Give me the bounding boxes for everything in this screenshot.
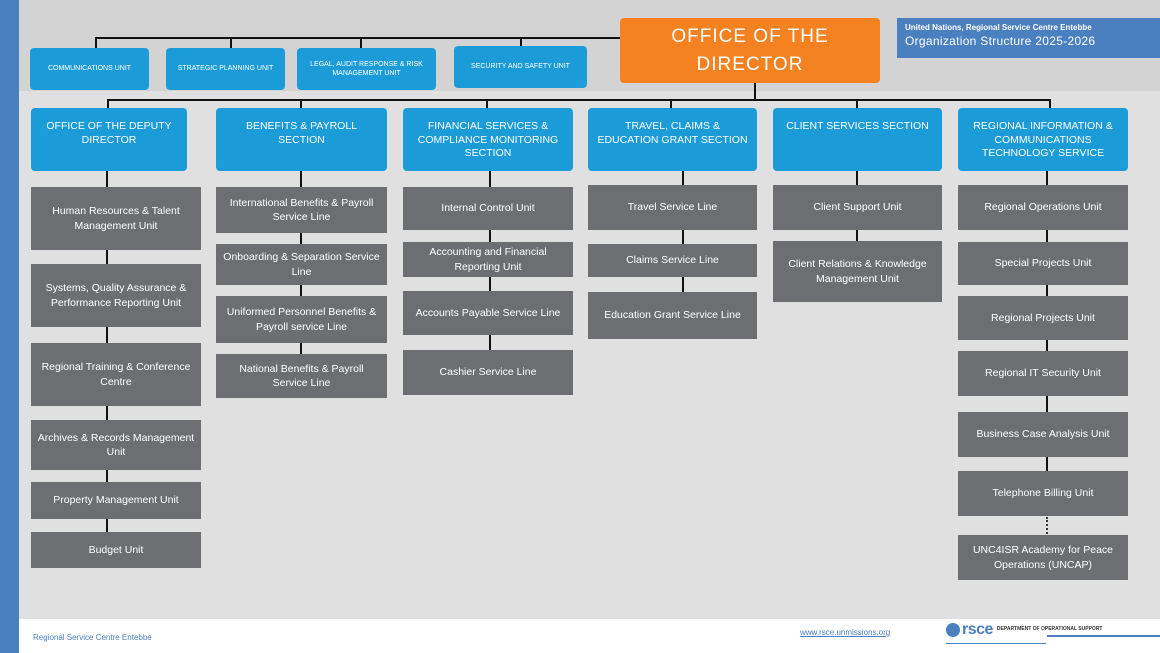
unit-box: Regional IT Security Unit xyxy=(958,351,1128,396)
unit-box: Onboarding & Separation Service Line xyxy=(216,244,387,285)
unit-box: Budget Unit xyxy=(31,532,201,568)
connector xyxy=(856,99,858,108)
unit-box: Education Grant Service Line xyxy=(588,292,757,339)
unit-box: Systems, Quality Assurance & Performance… xyxy=(31,264,201,327)
legal-audit-risk-unit: LEGAL, AUDIT RESPONSE & RISK MANAGEMENT … xyxy=(297,48,436,90)
communications-unit: COMMUNICATIONS UNIT xyxy=(30,48,149,90)
rsce-logo: rsce DEPARTMENT OF OPERATIONAL SUPPORT xyxy=(946,621,1102,639)
section-travel-claims: TRAVEL, CLAIMS & EDUCATION GRANT SECTION xyxy=(588,108,757,171)
section-benefits-payroll: BENEFITS & PAYROLL SECTION xyxy=(216,108,387,171)
section-client-services: CLIENT SERVICES SECTION xyxy=(773,108,942,171)
un-emblem-icon xyxy=(946,623,960,637)
connector xyxy=(107,99,109,108)
unit-box: Accounting and Financial Reporting Unit xyxy=(403,242,573,277)
unit-box: Internal Control Unit xyxy=(403,187,573,230)
column-connector xyxy=(682,170,684,310)
logo-wordmark: rsce xyxy=(962,621,993,638)
connector xyxy=(107,99,1050,101)
connector xyxy=(95,37,620,39)
office-of-the-director: OFFICE OF THE DIRECTOR xyxy=(620,18,880,83)
footer-organization: Regional Service Centre Entebbe xyxy=(33,633,152,642)
connector xyxy=(300,99,302,108)
unit-box: UNC4ISR Academy for Peace Operations (UN… xyxy=(958,535,1128,580)
unit-box: Cashier Service Line xyxy=(403,350,573,395)
website-link[interactable]: www.rsce.unmissions.org xyxy=(800,628,891,637)
unit-box: International Benefits & Payroll Service… xyxy=(216,187,387,233)
unit-box: Accounts Payable Service Line xyxy=(403,291,573,335)
unit-box: Client Relations & Knowledge Management … xyxy=(773,241,942,302)
unit-box: Business Case Analysis Unit xyxy=(958,412,1128,457)
section-financial-services: FINANCIAL SERVICES & COMPLIANCE MONITORI… xyxy=(403,108,573,171)
unit-box: Travel Service Line xyxy=(588,185,757,230)
section-deputy-director: OFFICE OF THE DEPUTY DIRECTOR xyxy=(31,108,187,171)
unit-box: Regional Training & Conference Centre xyxy=(31,343,201,406)
section-regional-ict: REGIONAL INFORMATION & COMMUNICATIONS TE… xyxy=(958,108,1128,171)
connector xyxy=(520,37,522,47)
unit-box: Human Resources & Talent Management Unit xyxy=(31,187,201,250)
left-accent-bar xyxy=(0,0,19,653)
chart-title: Organization Structure 2025-2026 xyxy=(905,33,1096,48)
dotted-connector xyxy=(1046,517,1048,534)
connector xyxy=(486,99,488,108)
strategic-planning-unit: STRATEGIC PLANNING UNIT xyxy=(166,48,285,90)
unit-box: Property Management Unit xyxy=(31,482,201,519)
connector xyxy=(754,83,756,100)
security-safety-unit: SECURITY AND SAFETY UNIT xyxy=(454,46,587,88)
unit-box: Telephone Billing Unit xyxy=(958,471,1128,516)
footer-rule xyxy=(1047,635,1160,637)
org-line: United Nations, Regional Service Centre … xyxy=(905,23,1092,32)
unit-box: Regional Operations Unit xyxy=(958,185,1128,230)
unit-box: Client Support Unit xyxy=(773,185,942,230)
unit-box: National Benefits & Payroll Service Line xyxy=(216,354,387,398)
unit-box: Uniformed Personnel Benefits & Payroll s… xyxy=(216,296,387,343)
connector xyxy=(670,99,672,108)
footer-rule xyxy=(946,643,1046,644)
connector xyxy=(230,37,232,49)
unit-box: Archives & Records Management Unit xyxy=(31,420,201,470)
unit-box: Regional Projects Unit xyxy=(958,296,1128,340)
logo-subtext: DEPARTMENT OF OPERATIONAL SUPPORT xyxy=(996,626,1103,633)
unit-box: Claims Service Line xyxy=(588,244,757,277)
unit-box: Special Projects Unit xyxy=(958,242,1128,285)
title-box: United Nations, Regional Service Centre … xyxy=(897,18,1160,58)
connector xyxy=(1049,99,1051,108)
connector xyxy=(360,37,362,49)
connector xyxy=(95,37,97,49)
